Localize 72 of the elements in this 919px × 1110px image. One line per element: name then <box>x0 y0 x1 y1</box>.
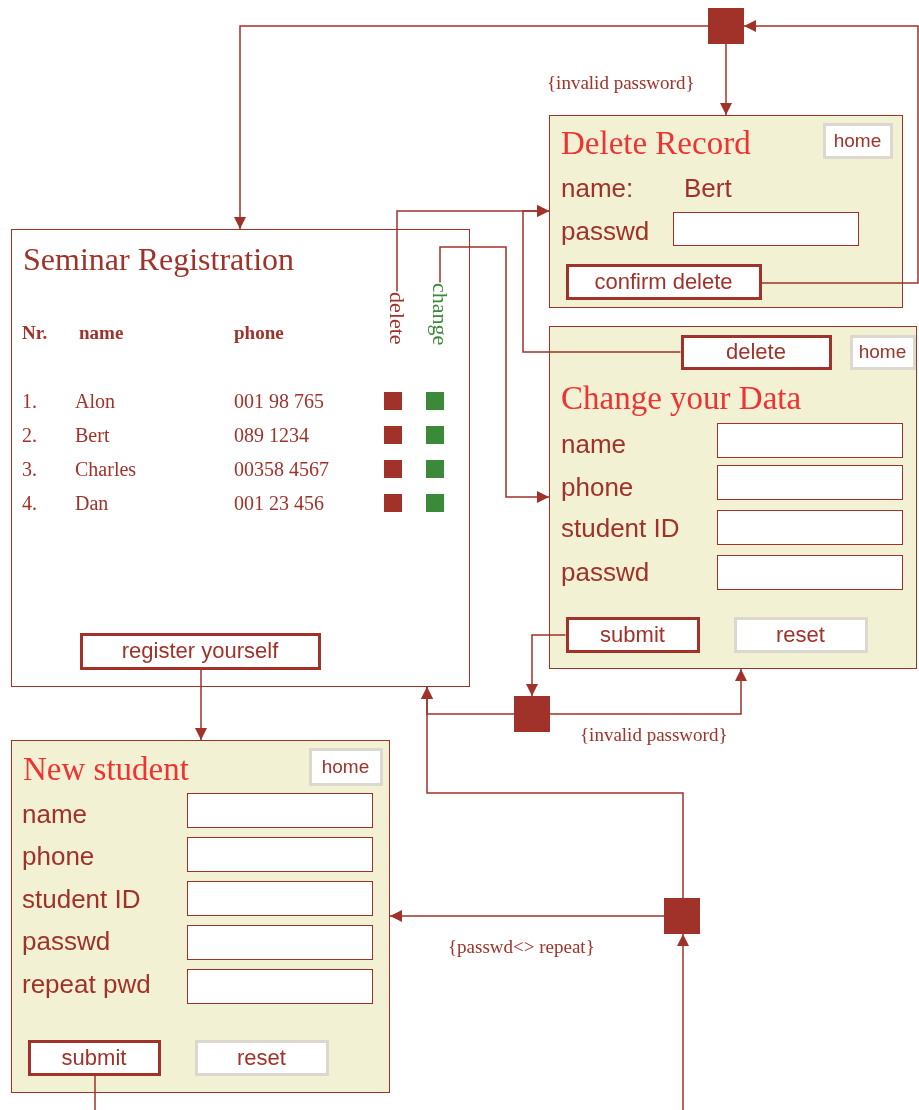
form-title: New student <box>23 753 189 786</box>
junction-node <box>514 696 550 732</box>
table-cell: Bert <box>75 425 110 445</box>
table-cell: 00358 4567 <box>234 459 329 479</box>
field-label: Bert <box>684 175 732 201</box>
flow-arrow <box>195 668 207 741</box>
column-header: change <box>427 282 452 345</box>
table-cell: 2. <box>22 425 37 445</box>
confirm-delete-button: confirm delete <box>565 263 762 300</box>
field-label: name <box>561 431 627 457</box>
input-field <box>716 422 903 458</box>
table-cell: 3. <box>22 459 37 479</box>
field-label: passwd <box>561 559 650 585</box>
table-cell: 1. <box>22 391 37 411</box>
field-label: phone <box>22 843 95 869</box>
column-header: name <box>79 322 124 342</box>
form-panel <box>11 740 390 1093</box>
reset-button: reset <box>733 616 868 653</box>
page-panel <box>11 229 470 687</box>
flow-arrow <box>526 634 567 697</box>
page-title: Seminar Registration <box>23 243 295 275</box>
input-field <box>716 554 903 590</box>
column-header: phone <box>234 322 284 342</box>
table-cell: 089 1234 <box>234 425 309 445</box>
column-header: Nr. <box>22 322 48 342</box>
table-cell: 4. <box>22 493 37 513</box>
home-button: home <box>822 122 893 159</box>
flow-arrow <box>743 20 919 284</box>
register-button: register yourself <box>79 632 321 670</box>
flow-arrow <box>549 668 747 715</box>
field-label: passwd <box>561 218 650 244</box>
input-field <box>186 792 373 828</box>
home-button: home <box>849 334 916 370</box>
input-field <box>716 464 903 500</box>
flow-line <box>94 1074 96 1110</box>
table-cell: 001 23 456 <box>234 493 324 513</box>
form-title: Delete Record <box>561 127 751 160</box>
field-label: passwd <box>22 928 111 954</box>
input-field <box>672 211 859 246</box>
form-title: Change your Data <box>561 382 802 415</box>
flow-arrow <box>720 43 732 116</box>
flow-arrow <box>677 933 689 1110</box>
field-label: student ID <box>22 886 141 912</box>
input-field <box>186 924 373 960</box>
field-label: phone <box>561 474 634 500</box>
form-panel <box>549 115 903 308</box>
field-label: name <box>22 801 88 827</box>
input-field <box>186 968 373 1004</box>
flow-arrow <box>421 686 684 899</box>
table-cell: Dan <box>75 493 109 513</box>
field-label: student ID <box>561 515 680 541</box>
submit-button: submit <box>27 1039 161 1076</box>
delete-button: delete <box>680 334 832 370</box>
flow-arrow <box>389 910 665 922</box>
submit-button: submit <box>565 616 700 653</box>
table-cell: Alon <box>75 391 115 411</box>
home-button: home <box>308 747 383 786</box>
column-header: delete <box>384 291 409 345</box>
table-cell: 001 98 765 <box>234 391 324 411</box>
flow-arrow <box>522 205 682 353</box>
junction-node <box>664 898 700 934</box>
reset-button: reset <box>194 1039 329 1076</box>
flow-arrow <box>439 246 550 503</box>
flow-arrow <box>234 25 709 230</box>
junction-node <box>708 8 744 44</box>
form-panel <box>549 326 917 669</box>
table-cell: Charles <box>75 459 137 479</box>
field-label: repeat pwd <box>22 971 151 997</box>
input-field <box>186 836 373 872</box>
input-field <box>716 509 903 545</box>
input-field <box>186 880 373 916</box>
field-label: name: <box>561 175 634 201</box>
